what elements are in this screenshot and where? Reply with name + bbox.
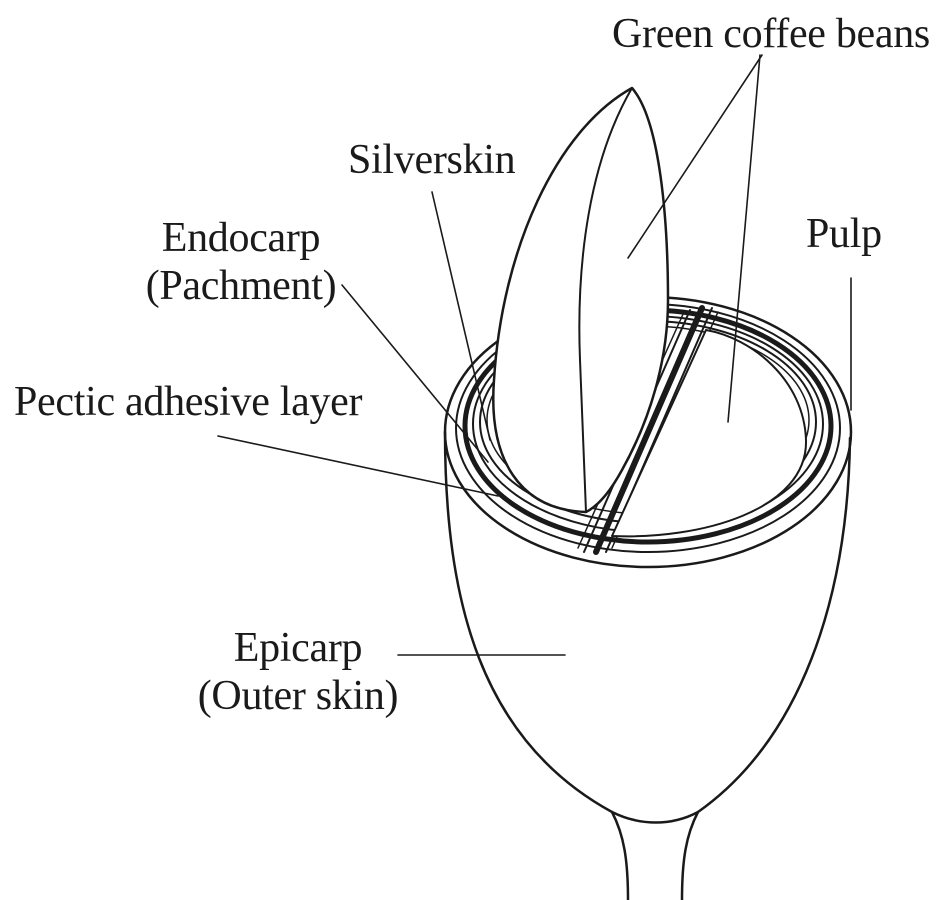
label-pectic-adhesive-layer: Pectic adhesive layer	[14, 378, 362, 426]
label-endocarp-line1: Endocarp	[126, 214, 356, 262]
label-green-coffee-beans: Green coffee beans	[612, 10, 930, 58]
label-epicarp: Epicarp (Outer skin)	[186, 624, 410, 720]
stem	[612, 812, 698, 900]
label-endocarp-line2: (Pachment)	[126, 262, 356, 310]
label-epicarp-line2: (Outer skin)	[186, 672, 410, 720]
label-pulp: Pulp	[806, 210, 882, 258]
label-epicarp-line1: Epicarp	[186, 624, 410, 672]
label-endocarp: Endocarp (Pachment)	[126, 214, 356, 310]
label-silverskin: Silverskin	[348, 136, 515, 184]
leader-pectic	[218, 436, 498, 496]
